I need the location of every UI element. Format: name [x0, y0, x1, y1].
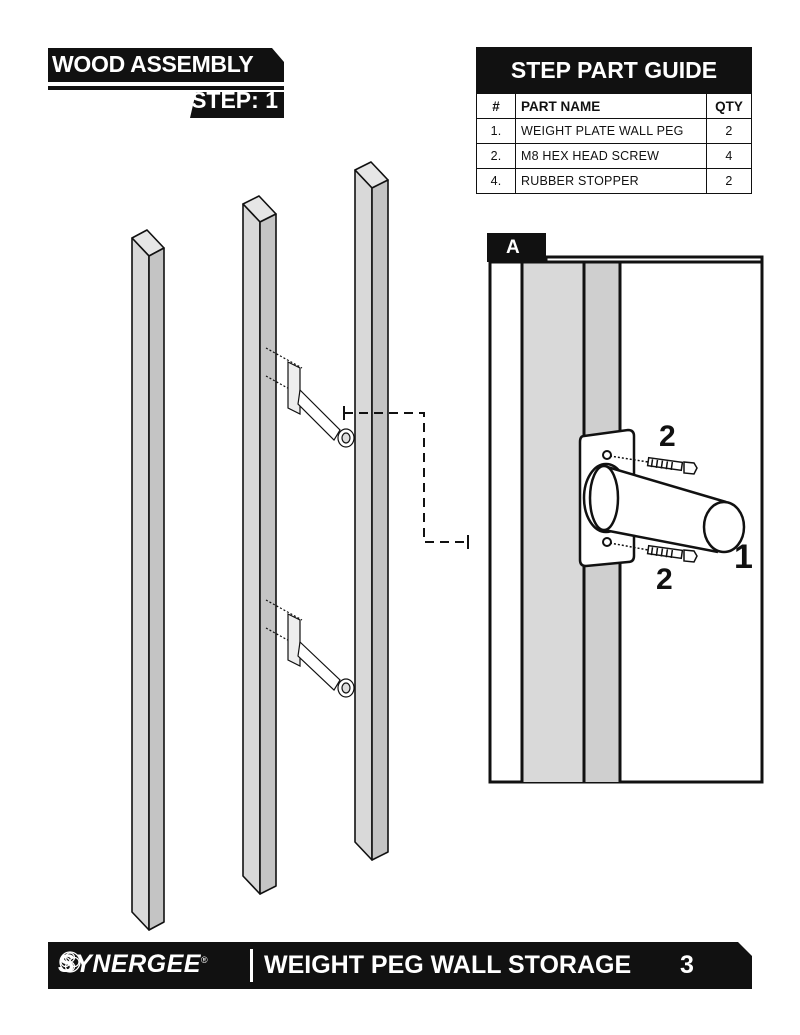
- column-header-number: #: [476, 93, 516, 119]
- detail-leader-line: [343, 406, 469, 549]
- brand-name: SYNERGEE: [58, 950, 201, 978]
- callout-peg: 1: [734, 538, 753, 576]
- part-qty: 2: [706, 168, 752, 194]
- synergee-logo-icon: [59, 951, 81, 973]
- part-name: M8 HEX HEAD SCREW: [515, 143, 707, 169]
- part-number: 2.: [476, 143, 516, 169]
- footer-divider: [250, 949, 253, 982]
- part-guide-title: STEP PART GUIDE: [476, 47, 752, 93]
- part-name: RUBBER STOPPER: [515, 168, 707, 194]
- callout-screw-top: 2: [659, 420, 676, 453]
- wall-peg-top: [265, 347, 355, 448]
- step-label: STEP: 1: [191, 87, 278, 113]
- parts-table: # PART NAME QTY 1. WEIGHT PLATE WALL PEG…: [476, 93, 752, 194]
- wall-peg-bottom: [265, 599, 355, 698]
- page-number: 3: [680, 951, 694, 979]
- document-title: WEIGHT PEG WALL STORAGE: [264, 951, 632, 979]
- registered-mark: ®: [200, 954, 208, 965]
- step-part-guide: STEP PART GUIDE # PART NAME QTY 1. WEIGH…: [476, 47, 752, 194]
- part-number: 1.: [476, 118, 516, 144]
- part-name: WEIGHT PLATE WALL PEG: [515, 118, 707, 144]
- table-row: 1. WEIGHT PLATE WALL PEG 2: [476, 118, 752, 144]
- page-footer: SYNERGEE ® WEIGHT PEG WALL STORAGE 3: [48, 942, 752, 989]
- wood-upright-2: [242, 195, 277, 895]
- table-row: 2. M8 HEX HEAD SCREW 4: [476, 143, 752, 169]
- hex-screw-top: [609, 455, 698, 475]
- column-header-part-name: PART NAME: [515, 93, 707, 119]
- column-header-qty: QTY: [706, 93, 752, 119]
- wood-upright-3: [354, 161, 389, 861]
- hex-screw-bottom: [609, 542, 698, 563]
- part-qty: 2: [706, 118, 752, 144]
- detail-label: A: [506, 237, 520, 258]
- parts-table-header: # PART NAME QTY: [476, 93, 752, 119]
- brand-logo: SYNERGEE ®: [58, 950, 208, 979]
- section-title: WOOD ASSEMBLY: [52, 51, 254, 77]
- part-qty: 4: [706, 143, 752, 169]
- detail-a-panel: A 2 2 1: [487, 233, 764, 784]
- part-number: 4.: [476, 168, 516, 194]
- step-header: WOOD ASSEMBLY STEP: 1: [48, 48, 284, 118]
- callout-screw-bottom: 2: [656, 563, 673, 596]
- wood-upright-1: [131, 229, 165, 931]
- table-row: 4. RUBBER STOPPER 2: [476, 168, 752, 194]
